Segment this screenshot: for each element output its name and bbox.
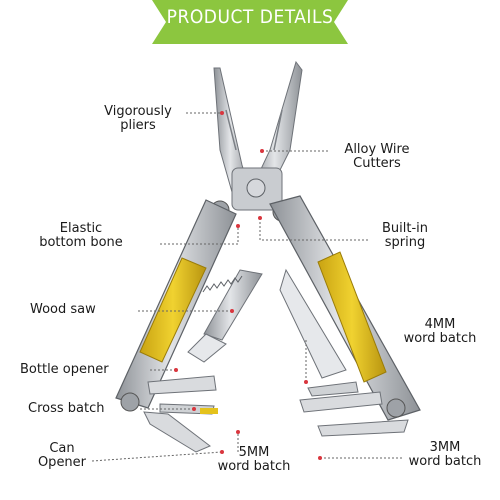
leader-dots (174, 111, 322, 460)
label-bottle-opener: Bottle opener (20, 362, 109, 377)
right-blades (279, 268, 409, 437)
right-handle (269, 195, 421, 421)
leader-lines (91, 112, 404, 462)
banner-title: PRODUCT DETAILS (166, 6, 334, 28)
banner (152, 0, 348, 44)
wood-saw-blade (187, 269, 263, 363)
left-bottom-tools (143, 375, 218, 453)
label-cross-batch: Cross batch (28, 401, 105, 416)
label-wood-saw: Wood saw (30, 302, 96, 317)
left-handle (115, 199, 237, 412)
